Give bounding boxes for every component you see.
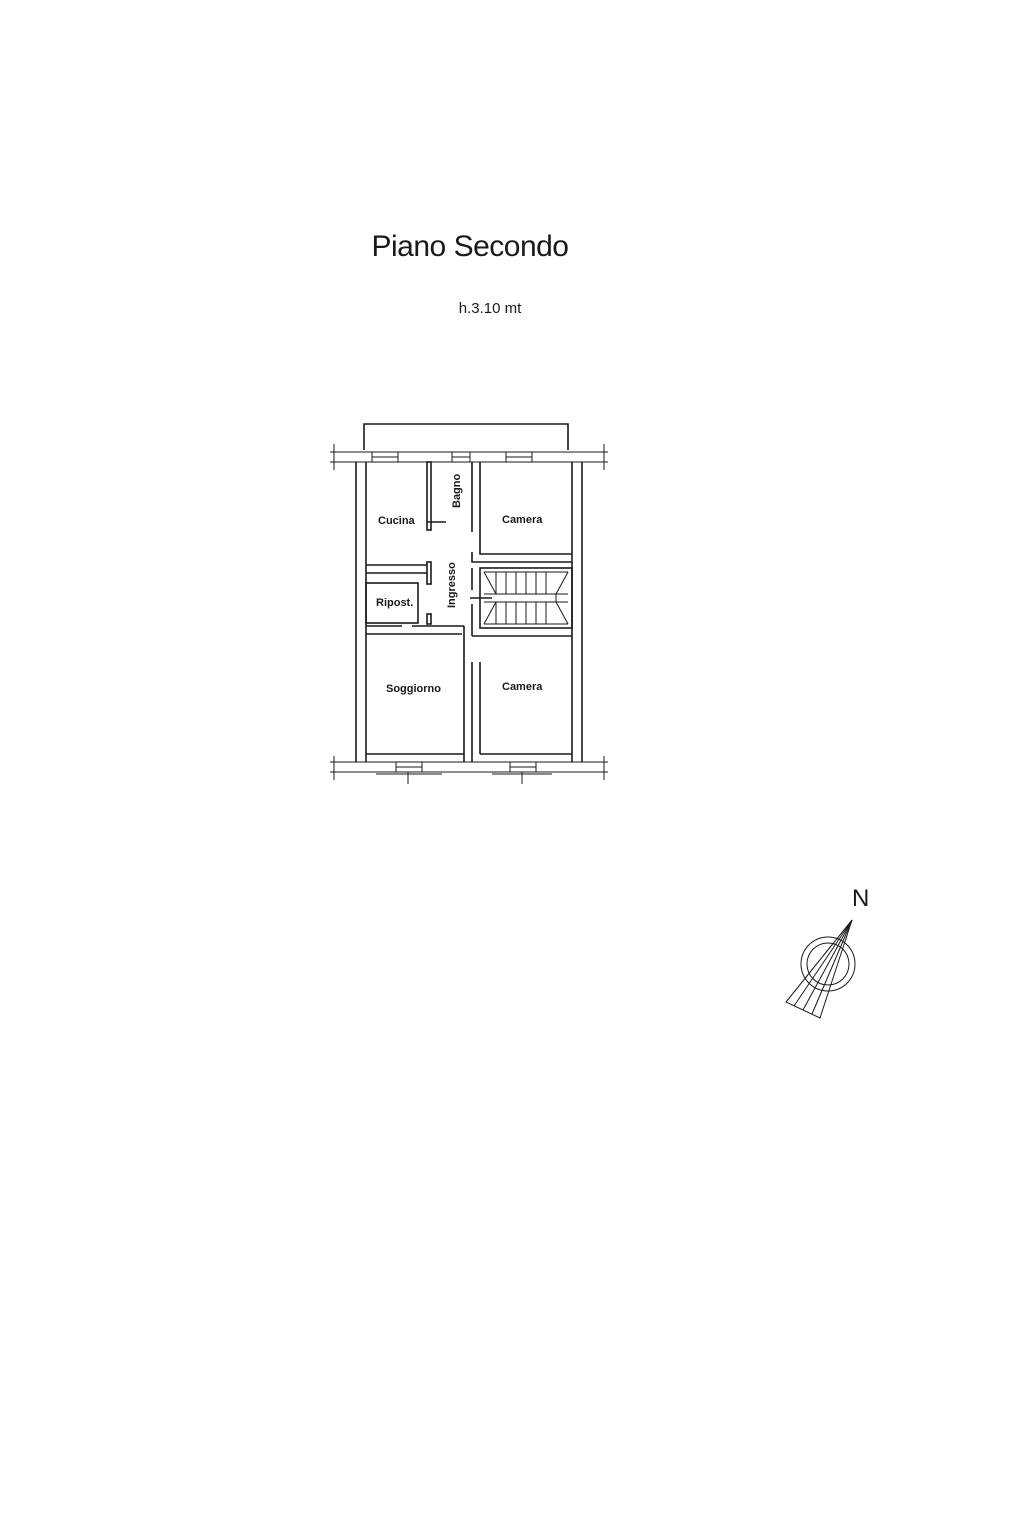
compass-rose-icon: N (785, 885, 869, 1019)
room-label-storage: Ripost. (376, 597, 413, 609)
room-label-bedroom-top: Camera (502, 514, 543, 526)
page-title: Piano Secondo (371, 230, 570, 263)
bottom-boundary-lines (330, 756, 608, 784)
bottom-windows (376, 761, 552, 775)
outer-walls (355, 462, 583, 762)
top-windows (371, 451, 533, 463)
room-label-entrance: Ingresso (446, 562, 458, 608)
room-label-bathroom: Bagno (451, 474, 463, 509)
room-label-living-room: Soggiorno (386, 683, 441, 695)
room-label-kitchen: Cucina (378, 515, 416, 527)
interior-walls (365, 461, 573, 762)
compass-north-label: N (852, 885, 869, 912)
ceiling-height-label: h.3.10 mt (458, 300, 522, 317)
top-balcony (363, 423, 569, 450)
staircase (483, 571, 569, 625)
room-label-bedroom-bottom: Camera (502, 681, 543, 693)
